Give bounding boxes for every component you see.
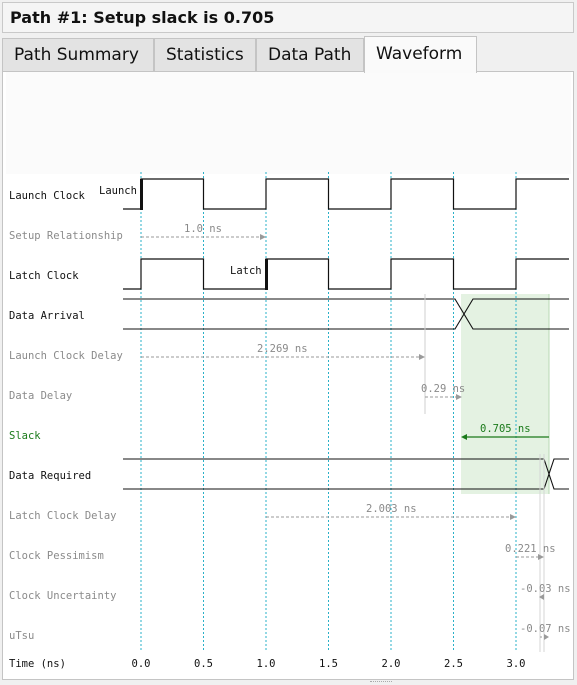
pessimism-arrow-head [538, 554, 544, 560]
row-label-data-delay: Data Delay [9, 390, 72, 402]
row-label-setup-relationship: Setup Relationship [9, 230, 123, 242]
clock-uncertainty-value: -0.03 ns [520, 583, 571, 595]
setup-arrow-head [260, 234, 266, 240]
launch-clock-wave [123, 178, 569, 210]
latch-clock-wave [123, 258, 569, 290]
time-tick-2: 1.0 [257, 658, 276, 670]
launch-delay-arrow-head [419, 354, 425, 360]
latch-delay-arrow-head [510, 514, 516, 520]
row-label-data-arrival: Data Arrival [9, 310, 85, 322]
resize-grip[interactable] [370, 681, 392, 685]
time-axis-ticks: 0.0 0.5 1.0 1.5 2.0 2.5 3.0 [132, 658, 526, 670]
data-delay-value: 0.29 ns [421, 383, 465, 395]
row-label-clock-uncertainty: Clock Uncertainty [9, 590, 116, 602]
time-tick-4: 2.0 [382, 658, 401, 670]
slack-value: 0.705 ns [480, 423, 531, 435]
launch-marker-label: Launch [99, 185, 137, 197]
row-label-latch-clock: Latch Clock [9, 270, 79, 282]
slack-region [461, 294, 549, 494]
tab-statistics[interactable]: Statistics [154, 38, 256, 72]
latch-clock-delay-value: 2.003 ns [366, 503, 417, 515]
row-label-data-required: Data Required [9, 470, 91, 482]
path-title-bar: Path #1: Setup slack is 0.705 [2, 2, 574, 33]
row-label-latch-clock-delay: Latch Clock Delay [9, 510, 116, 522]
launch-clock-delay-value: 2.269 ns [257, 343, 308, 355]
tab-data-path[interactable]: Data Path [256, 38, 364, 72]
time-tick-0: 0.0 [132, 658, 151, 670]
time-grid [140, 172, 517, 652]
data-delay-arrow-head [456, 394, 462, 400]
row-label-launch-clock: Launch Clock [9, 190, 86, 202]
time-tick-6: 3.0 [507, 658, 526, 670]
time-axis-label: Time (ns) [9, 658, 66, 670]
data-arrival-bus [123, 298, 569, 330]
time-tick-5: 2.5 [444, 658, 463, 670]
uncertainty-arrow-head [539, 594, 544, 600]
row-labels: Launch Clock Setup Relationship Latch Cl… [9, 190, 123, 642]
utsu-arrow-head [544, 634, 549, 640]
row-label-clock-pessimism: Clock Pessimism [9, 550, 104, 562]
waveform-view[interactable]: Launch Clock Setup Relationship Latch Cl… [6, 72, 571, 677]
slack-arrow-head [461, 434, 467, 440]
data-required-bus [123, 458, 569, 490]
clock-pessimism-value: 0.221 ns [505, 543, 556, 555]
tab-path-summary[interactable]: Path Summary [2, 38, 154, 72]
utsu-value: -0.07 ns [520, 623, 571, 635]
waveform-panel: Launch Clock Setup Relationship Latch Cl… [2, 71, 574, 680]
waveform-blank-area [6, 72, 571, 174]
row-label-slack: Slack [9, 430, 41, 442]
latch-edge-marker [265, 259, 268, 290]
latch-marker-label: Latch [230, 265, 262, 277]
launch-edge-marker [140, 179, 143, 210]
row-label-launch-clock-delay: Launch Clock Delay [9, 350, 123, 362]
time-tick-3: 1.5 [319, 658, 338, 670]
setup-relationship-value: 1.0 ns [184, 223, 222, 235]
row-label-utsu: uTsu [9, 630, 34, 642]
time-tick-1: 0.5 [194, 658, 213, 670]
tab-waveform[interactable]: Waveform [364, 36, 477, 73]
path-title: Path #1: Setup slack is 0.705 [10, 8, 275, 27]
